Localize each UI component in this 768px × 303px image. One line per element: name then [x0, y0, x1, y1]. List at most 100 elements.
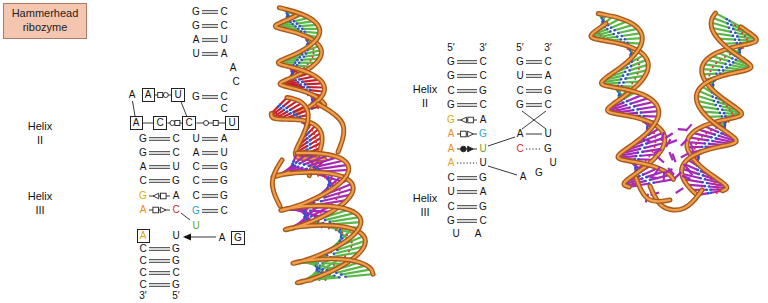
atom-dot — [314, 137, 316, 139]
atom-dot — [641, 151, 644, 154]
atom-dot — [307, 165, 310, 168]
base-pair-line — [526, 89, 542, 90]
helix-label: Helix II — [410, 82, 440, 111]
base-stick — [655, 167, 660, 174]
nucleotide: C — [516, 86, 523, 96]
base-pair-line — [149, 179, 170, 180]
base-pair-line — [526, 106, 542, 107]
backbone-ribbon — [318, 104, 344, 152]
atom-dot — [730, 24, 733, 27]
nucleotide: U — [549, 158, 556, 168]
base-stick — [687, 142, 705, 143]
boxed-nucleotide: U — [171, 88, 185, 102]
atom-dot — [734, 38, 737, 41]
atom-dot — [638, 68, 640, 70]
atom-dot — [708, 75, 710, 77]
backbone-ribbon — [281, 153, 373, 274]
base-stick — [641, 111, 659, 112]
base-pair-line — [202, 137, 218, 138]
atom-dot — [622, 101, 625, 104]
atom-dot — [625, 104, 628, 107]
base-pair-line — [457, 103, 477, 104]
nucleotide: G — [516, 57, 524, 67]
atom-dot — [312, 49, 314, 51]
helix-label: Helix III — [410, 191, 440, 220]
atom-dot — [639, 154, 642, 157]
nucleotide: A — [140, 162, 147, 172]
atom-dot — [620, 78, 623, 81]
nucleotide: C — [139, 176, 146, 186]
base-pair-line — [202, 140, 218, 141]
atom-dot — [717, 101, 720, 104]
atom-dot — [717, 190, 719, 192]
base-pair-line — [202, 212, 218, 213]
base-pair-line — [526, 103, 542, 104]
atom-dot — [634, 166, 637, 169]
nucleotide: 5′ — [172, 291, 179, 301]
nucleotide: G — [447, 115, 455, 125]
base-pair-line — [526, 149, 542, 150]
nucleotide: C — [139, 256, 146, 266]
atom-dot — [717, 135, 720, 138]
atom-dot — [302, 55, 305, 58]
atom-dot — [616, 35, 619, 38]
atom-dot — [710, 136, 713, 139]
atom-dot — [721, 115, 724, 118]
nucleotide: G — [192, 7, 200, 17]
atom-dot — [697, 156, 700, 159]
atom-dot — [720, 132, 723, 135]
nucleotide: U — [220, 35, 227, 45]
nucleotide: G — [535, 168, 543, 178]
base-pair-line — [149, 168, 170, 169]
strand-line — [488, 137, 515, 146]
pair-symbol — [160, 193, 166, 199]
atom-dot — [697, 169, 700, 172]
nucleotide: G — [220, 191, 228, 201]
nucleotide: A — [219, 233, 226, 243]
base-pair-line — [526, 63, 542, 64]
atom-dot — [306, 145, 309, 148]
base-pair-line — [202, 27, 218, 28]
atom-dot — [707, 139, 710, 142]
atom-dot — [289, 109, 292, 112]
base-pair-line — [202, 209, 218, 210]
atom-dot — [317, 107, 319, 109]
base-pair-line — [202, 194, 218, 195]
atom-dot — [292, 160, 295, 163]
nucleotide: C — [544, 100, 551, 110]
atom-dot — [289, 112, 292, 115]
base-pair-line — [149, 259, 170, 260]
atom-dot — [643, 147, 646, 150]
base-pair-line — [526, 92, 542, 93]
atom-dot — [335, 198, 337, 200]
atom-dot — [734, 59, 737, 62]
atom-dot — [304, 52, 307, 55]
atom-dot — [292, 23, 295, 26]
nucleotide: G — [447, 216, 455, 226]
pair-symbol — [461, 117, 467, 123]
base-stick — [330, 217, 360, 222]
nucleotide: 3′ — [479, 43, 486, 53]
atom-dot — [728, 60, 731, 63]
atom-dot — [711, 140, 714, 143]
title-box: Hammerhead ribozyme — [3, 3, 87, 39]
atom-dot — [351, 242, 353, 244]
base-stick — [622, 33, 642, 36]
base-pair-line — [457, 106, 477, 107]
atom-dot — [704, 178, 707, 181]
atom-dot — [744, 35, 746, 37]
atom-dot — [708, 143, 711, 146]
backbone-ribbon — [272, 160, 282, 206]
base-stick — [665, 169, 673, 173]
base-pair-line — [149, 247, 170, 248]
nucleotide: G — [447, 100, 455, 110]
atom-dot — [339, 189, 341, 191]
atom-dot — [298, 25, 301, 28]
atom-dot — [635, 155, 638, 158]
base-stick — [642, 139, 650, 142]
atom-dot — [300, 83, 303, 86]
atom-dot — [638, 63, 640, 65]
atom-dot — [626, 66, 629, 69]
nucleotide: C — [192, 176, 199, 186]
